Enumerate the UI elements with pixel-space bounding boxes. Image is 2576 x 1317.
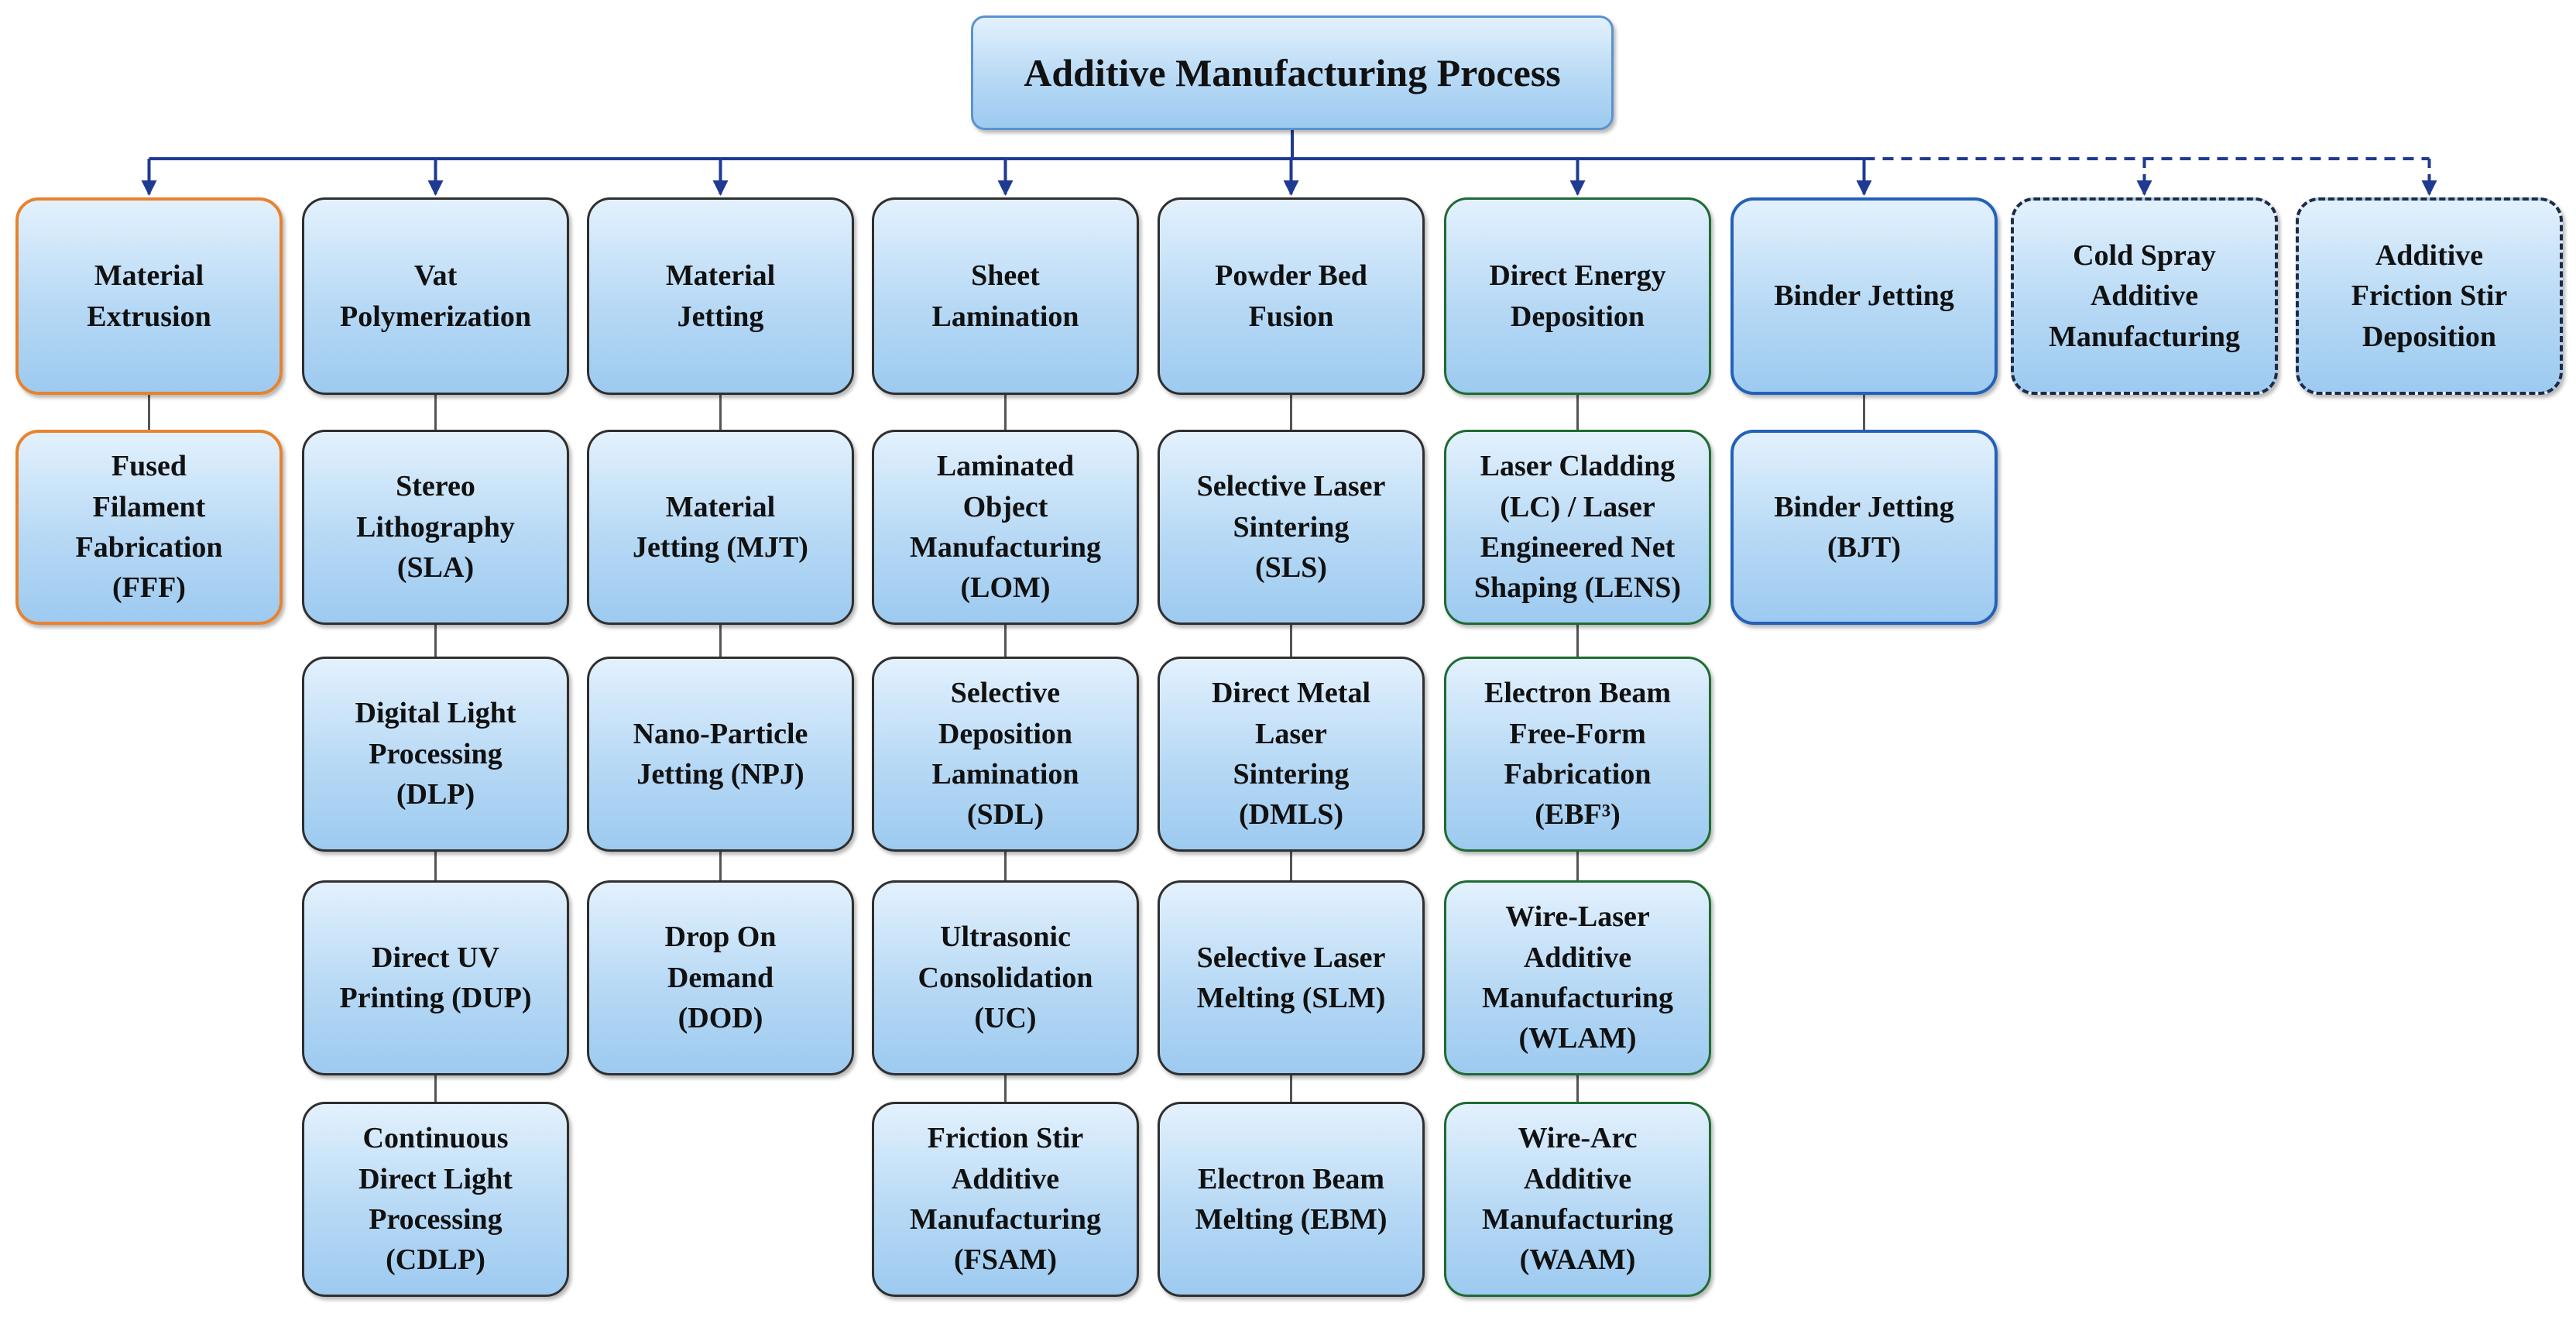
process-node: Friction Stir Additive Manufacturing (FS… — [872, 1102, 1139, 1297]
process-node: Ultrasonic Consolidation (UC) — [872, 880, 1139, 1075]
process-node: Material Jetting (MJT) — [587, 430, 854, 625]
category-node: Material Extrusion — [15, 197, 283, 395]
root-node: Additive Manufacturing Process — [971, 15, 1614, 130]
process-node: Electron Beam Free-Form Fabrication (EBF… — [1444, 657, 1711, 852]
process-node: Selective Laser Sintering (SLS) — [1158, 430, 1425, 625]
process-node: Laser Cladding (LC) / Laser Engineered N… — [1444, 430, 1711, 625]
process-node: Continuous Direct Light Processing (CDLP… — [302, 1102, 569, 1297]
category-node: Powder Bed Fusion — [1158, 197, 1425, 395]
category-node: Vat Polymerization — [302, 197, 569, 395]
process-node: Nano-Particle Jetting (NPJ) — [587, 657, 854, 852]
process-node: Digital Light Processing (DLP) — [302, 657, 569, 852]
process-node: Wire-Arc Additive Manufacturing (WAAM) — [1444, 1102, 1711, 1297]
process-node: Binder Jetting (BJT) — [1730, 430, 1998, 625]
process-node: Stereo Lithography (SLA) — [302, 430, 569, 625]
process-node: Selective Laser Melting (SLM) — [1158, 880, 1425, 1075]
process-node: Direct Metal Laser Sintering (DMLS) — [1158, 657, 1425, 852]
category-node: Binder Jetting — [1730, 197, 1998, 395]
category-node: Direct Energy Deposition — [1444, 197, 1711, 395]
process-node: Fused Filament Fabrication (FFF) — [15, 430, 283, 625]
process-node: Direct UV Printing (DUP) — [302, 880, 569, 1075]
category-node: Sheet Lamination — [872, 197, 1139, 395]
category-node: Cold Spray Additive Manufacturing — [2011, 197, 2278, 395]
process-node: Wire-Laser Additive Manufacturing (WLAM) — [1444, 880, 1711, 1075]
process-node: Electron Beam Melting (EBM) — [1158, 1102, 1425, 1297]
category-node: Material Jetting — [587, 197, 854, 395]
process-node: Drop On Demand (DOD) — [587, 880, 854, 1075]
process-node: Laminated Object Manufacturing (LOM) — [872, 430, 1139, 625]
process-node: Selective Deposition Lamination (SDL) — [872, 657, 1139, 852]
category-node: Additive Friction Stir Deposition — [2296, 197, 2563, 395]
